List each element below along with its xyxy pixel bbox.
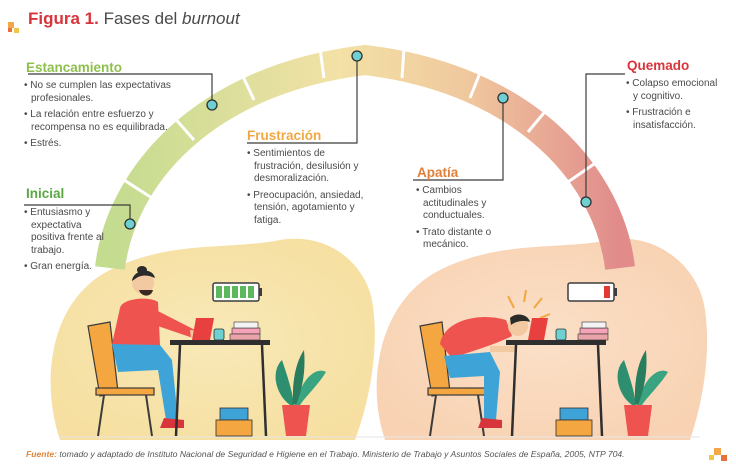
phase-frustracion-title: Frustración xyxy=(247,128,322,143)
source-text: tomado y adaptado de Instituto Nacional … xyxy=(57,449,625,459)
battery-low-icon xyxy=(567,282,617,302)
figure-label: Figura 1. xyxy=(28,9,99,28)
phase-inicial-list: Entusiasmo y expectativa positiva frente… xyxy=(24,207,112,278)
phase-apatia-item: Cambios actitudinales y conductuales. xyxy=(416,185,508,223)
phase-frustracion-item: Sentimientos de frustración, desilusión … xyxy=(247,148,377,186)
phase-frustracion-list: Sentimientos de frustración, desilusión … xyxy=(247,148,377,232)
phase-estancamiento-list: No se cumplen las expectativas profesion… xyxy=(24,80,174,155)
connector-dots xyxy=(124,50,592,230)
phase-arc xyxy=(95,44,635,271)
phase-inicial-item: Entusiasmo y expectativa positiva frente… xyxy=(24,207,112,257)
phase-apatia-title: Apatía xyxy=(417,165,459,180)
phase-inicial-title: Inicial xyxy=(26,186,65,201)
corner-accent-bottom-right xyxy=(709,448,727,461)
phase-quemado-list: Colapso emocional y cognitivo. Frustraci… xyxy=(626,78,720,136)
stress-lines-icon xyxy=(507,289,551,319)
figure-title-italic: burnout xyxy=(182,9,240,28)
phase-apatia-item: Trato distante o mecánico. xyxy=(416,227,508,252)
source-label: Fuente: xyxy=(26,449,58,459)
corner-accent-top-left xyxy=(8,22,19,33)
phase-quemado-title: Quemado xyxy=(627,58,690,73)
phase-estancamiento-item: Estrés. xyxy=(24,138,174,151)
phase-inicial-item: Gran energía. xyxy=(24,261,112,274)
connectors xyxy=(24,58,625,222)
phase-apatia-list: Cambios actitudinales y conductuales. Tr… xyxy=(416,185,508,256)
figure-title: Figura 1. Fases del burnout xyxy=(28,9,240,29)
battery-full-icon xyxy=(212,282,262,302)
phase-quemado-item: Colapso emocional y cognitivo. xyxy=(626,78,720,103)
figure-title-text: Fases del xyxy=(103,9,183,28)
phase-estancamiento-title: Estancamiento xyxy=(26,60,123,75)
exhausted-worker-scene xyxy=(419,282,668,437)
source-note: Fuente: tomado y adaptado de Instituto N… xyxy=(26,449,625,459)
phase-quemado-item: Frustración e insatisfacción. xyxy=(626,107,720,132)
phase-estancamiento-item: La relación entre esfuerzo y recompensa … xyxy=(24,109,174,134)
energetic-worker-scene xyxy=(87,266,326,437)
phase-frustracion-item: Preocupación, ansiedad, tensión, agotami… xyxy=(247,190,377,228)
phase-estancamiento-item: No se cumplen las expectativas profesion… xyxy=(24,80,174,105)
